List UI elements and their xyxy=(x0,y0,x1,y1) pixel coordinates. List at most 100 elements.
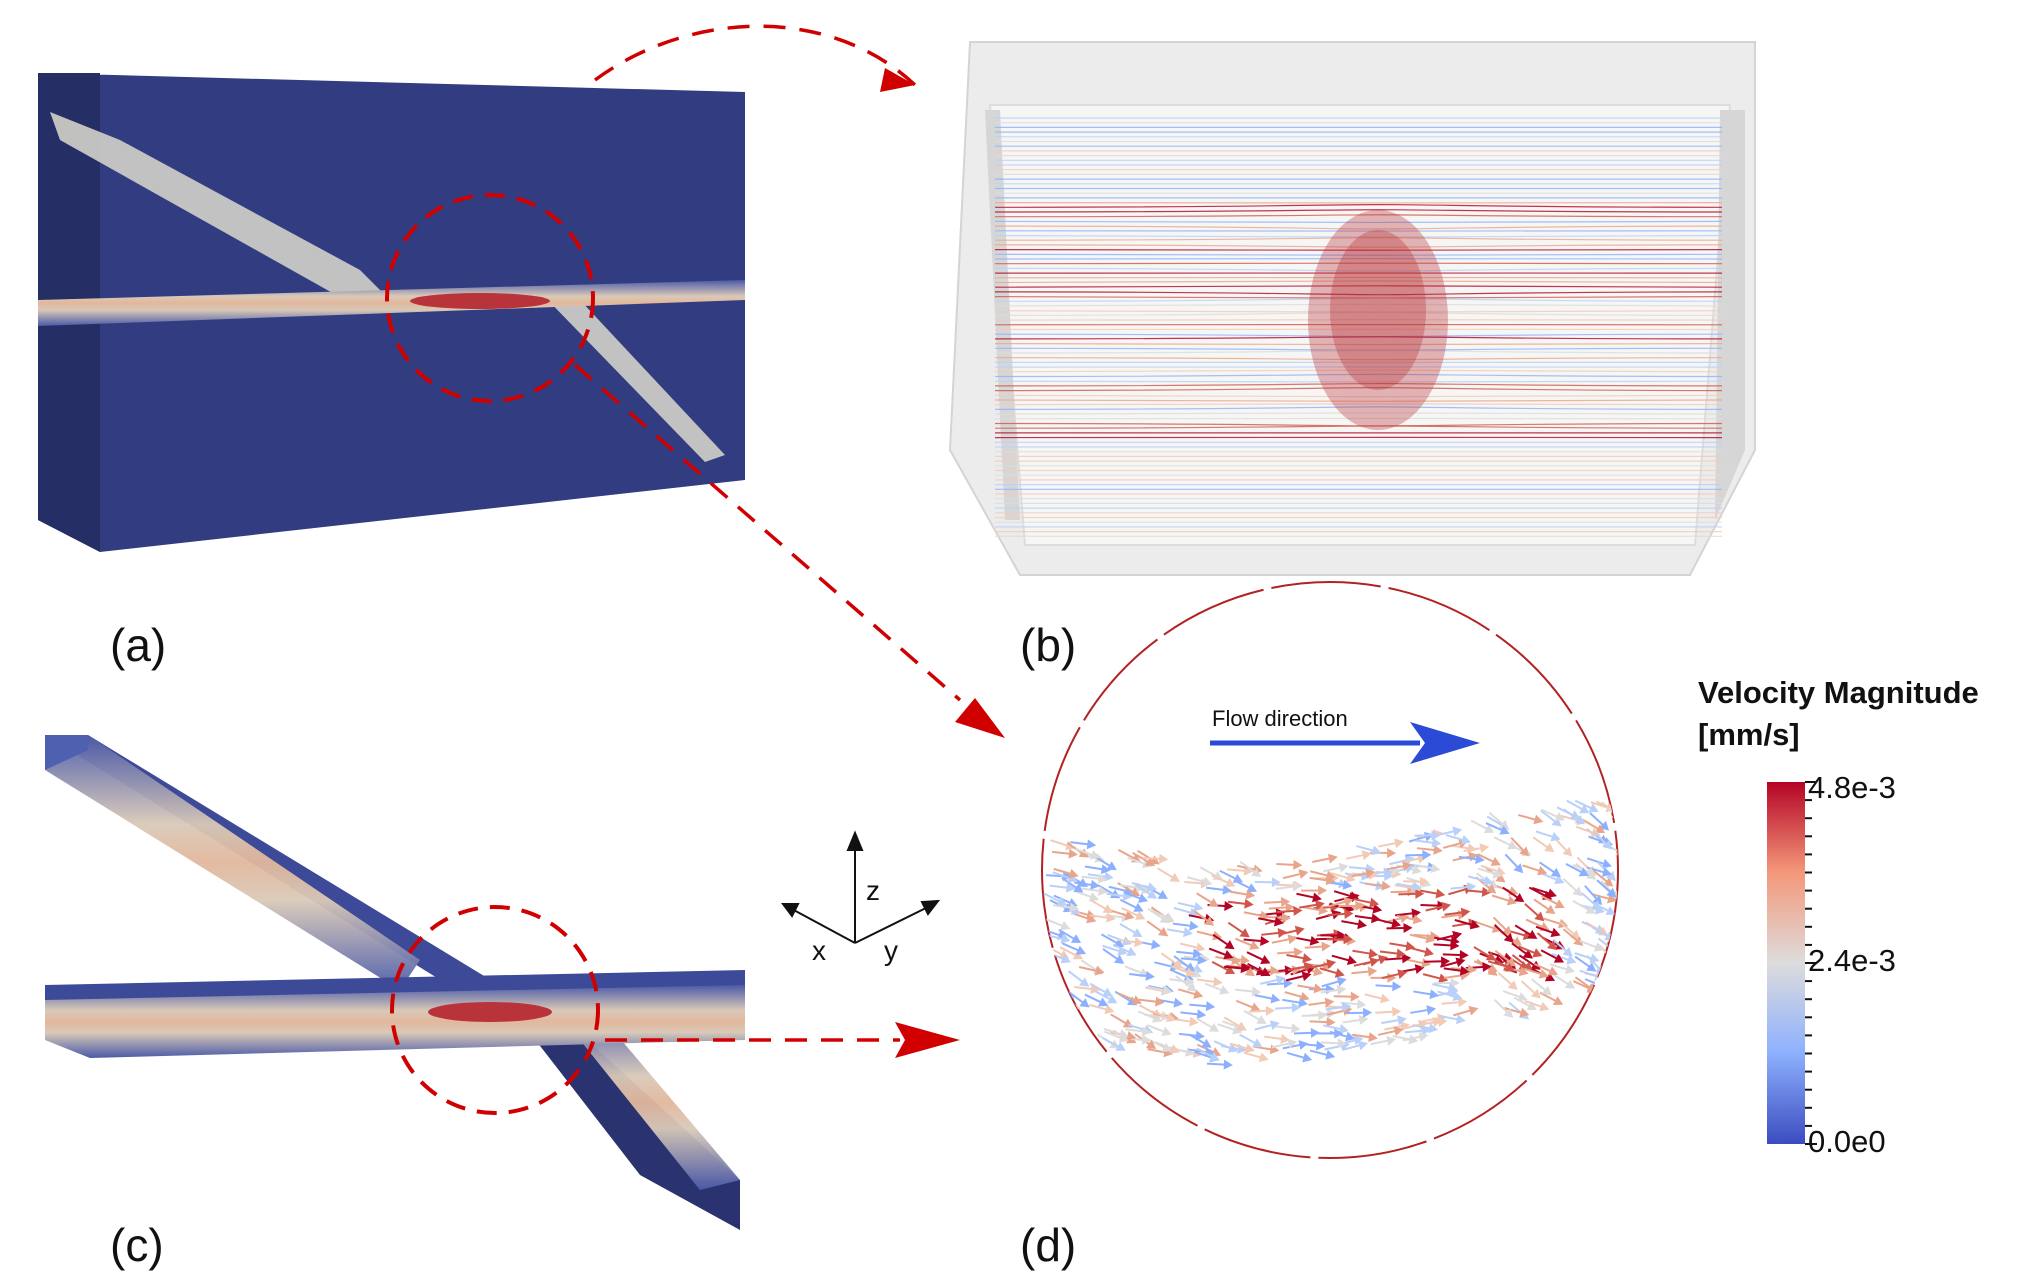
velocity-vector xyxy=(1103,1028,1129,1039)
velocity-vector xyxy=(1268,902,1295,913)
velocity-vector xyxy=(1169,976,1196,987)
velocity-vector xyxy=(1286,1051,1313,1063)
velocity-vector xyxy=(1532,836,1555,853)
velocity-vector xyxy=(1442,949,1469,960)
velocity-vector xyxy=(1142,853,1169,864)
velocity-vector xyxy=(1125,1026,1152,1037)
velocity-vector xyxy=(1051,848,1078,859)
streamline xyxy=(994,387,1723,392)
flow-direction-label: Flow direction xyxy=(1212,706,1348,731)
streamline xyxy=(994,394,1723,398)
velocity-vector xyxy=(1310,959,1337,969)
velocity-vector xyxy=(1247,962,1271,977)
velocity-vector xyxy=(1258,916,1284,927)
velocity-vector xyxy=(1341,919,1367,930)
velocity-vector xyxy=(1552,938,1573,957)
velocity-vector xyxy=(1565,862,1589,877)
velocity-vector xyxy=(1089,912,1116,923)
velocity-vector xyxy=(1150,909,1175,922)
zoom-circle-a xyxy=(385,193,595,403)
panel-c-channels xyxy=(45,735,745,1230)
velocity-vector xyxy=(1572,863,1597,877)
velocity-vector xyxy=(1494,924,1514,943)
velocity-vector xyxy=(1176,948,1203,959)
velocity-vector xyxy=(1081,873,1108,884)
bar-diagonal-upper xyxy=(45,735,420,990)
velocity-vector xyxy=(1540,808,1566,822)
velocity-vector xyxy=(1562,928,1584,946)
velocity-vector xyxy=(1540,871,1565,885)
velocity-vector xyxy=(1274,1023,1301,1034)
velocity-vector-field xyxy=(1042,799,1618,1070)
velocity-vector xyxy=(1381,1015,1407,1026)
velocity-vector xyxy=(1524,1000,1550,1012)
velocity-vector xyxy=(1458,854,1485,865)
velocity-vector xyxy=(1511,942,1533,959)
velocity-vector xyxy=(1598,984,1618,1000)
velocity-vector xyxy=(1425,901,1452,912)
velocity-vector xyxy=(1246,951,1271,965)
velocity-vector xyxy=(1239,1033,1263,1048)
streamline xyxy=(994,349,1723,354)
zoom-circle-c xyxy=(390,905,600,1115)
colorbar-mid-label: 2.4e-3 xyxy=(1808,943,1896,978)
velocity-vector xyxy=(1309,1049,1336,1060)
streamline xyxy=(994,280,1723,284)
velocity-vector xyxy=(1450,882,1477,893)
streamline xyxy=(994,214,1723,218)
channel-horizontal xyxy=(38,280,745,326)
velocity-vector xyxy=(1326,934,1353,945)
velocity-vector xyxy=(1123,891,1149,903)
streamline xyxy=(994,425,1723,429)
axis-z-label: z xyxy=(866,875,880,906)
velocity-vector xyxy=(1342,1040,1368,1051)
velocity-vector xyxy=(1304,941,1331,952)
velocity-vector xyxy=(1117,937,1144,948)
velocity-vector xyxy=(1434,935,1460,946)
velocity-vector xyxy=(1312,853,1338,864)
velocity-vector xyxy=(1078,965,1105,976)
velocity-vector xyxy=(1178,1030,1205,1041)
velocity-vector xyxy=(1208,947,1234,960)
velocity-vector xyxy=(1320,930,1347,941)
panel-label-a: (a) xyxy=(110,619,167,671)
velocity-vector xyxy=(1414,830,1441,841)
velocity-vector xyxy=(1346,1007,1373,1018)
streamline xyxy=(994,382,1723,387)
velocity-vector xyxy=(1398,888,1425,899)
velocity-vector xyxy=(1362,954,1388,966)
velocity-vector xyxy=(1052,902,1079,913)
velocity-vector xyxy=(1327,909,1354,919)
arrow-a-to-d-head xyxy=(955,698,1005,738)
velocity-vector xyxy=(1591,893,1617,904)
velocity-vector xyxy=(1117,992,1143,1005)
velocity-vector xyxy=(1470,819,1495,833)
arrow-c-to-d-head xyxy=(895,1022,960,1058)
velocity-vector xyxy=(1068,991,1090,1008)
velocity-vector xyxy=(1259,975,1286,985)
velocity-vector xyxy=(1596,879,1617,898)
velocity-vector xyxy=(1493,836,1518,850)
velocity-vector xyxy=(1549,963,1575,974)
velocity-vector xyxy=(1497,972,1518,991)
velocity-vector xyxy=(1286,953,1312,964)
streamline xyxy=(994,237,1723,241)
velocity-vector xyxy=(1432,982,1458,993)
velocity-vector xyxy=(1385,953,1412,964)
velocity-vector xyxy=(1219,869,1244,883)
velocity-vector xyxy=(1502,990,1528,1002)
velocity-vector xyxy=(1284,991,1310,1002)
velocity-vector xyxy=(1539,991,1564,1006)
hot-zone-c xyxy=(428,1002,552,1022)
streamline xyxy=(994,253,1723,256)
velocity-vector xyxy=(1440,1014,1466,1025)
velocity-vector xyxy=(1325,1002,1352,1013)
velocity-vector xyxy=(1100,933,1125,947)
velocity-vector xyxy=(1424,956,1451,967)
velocity-vector xyxy=(1297,983,1324,994)
colorbar-title-line2: [mm/s] xyxy=(1698,717,1800,752)
velocity-vector xyxy=(1381,969,1408,980)
velocity-vector xyxy=(1535,925,1561,938)
velocity-vector xyxy=(1502,886,1525,903)
